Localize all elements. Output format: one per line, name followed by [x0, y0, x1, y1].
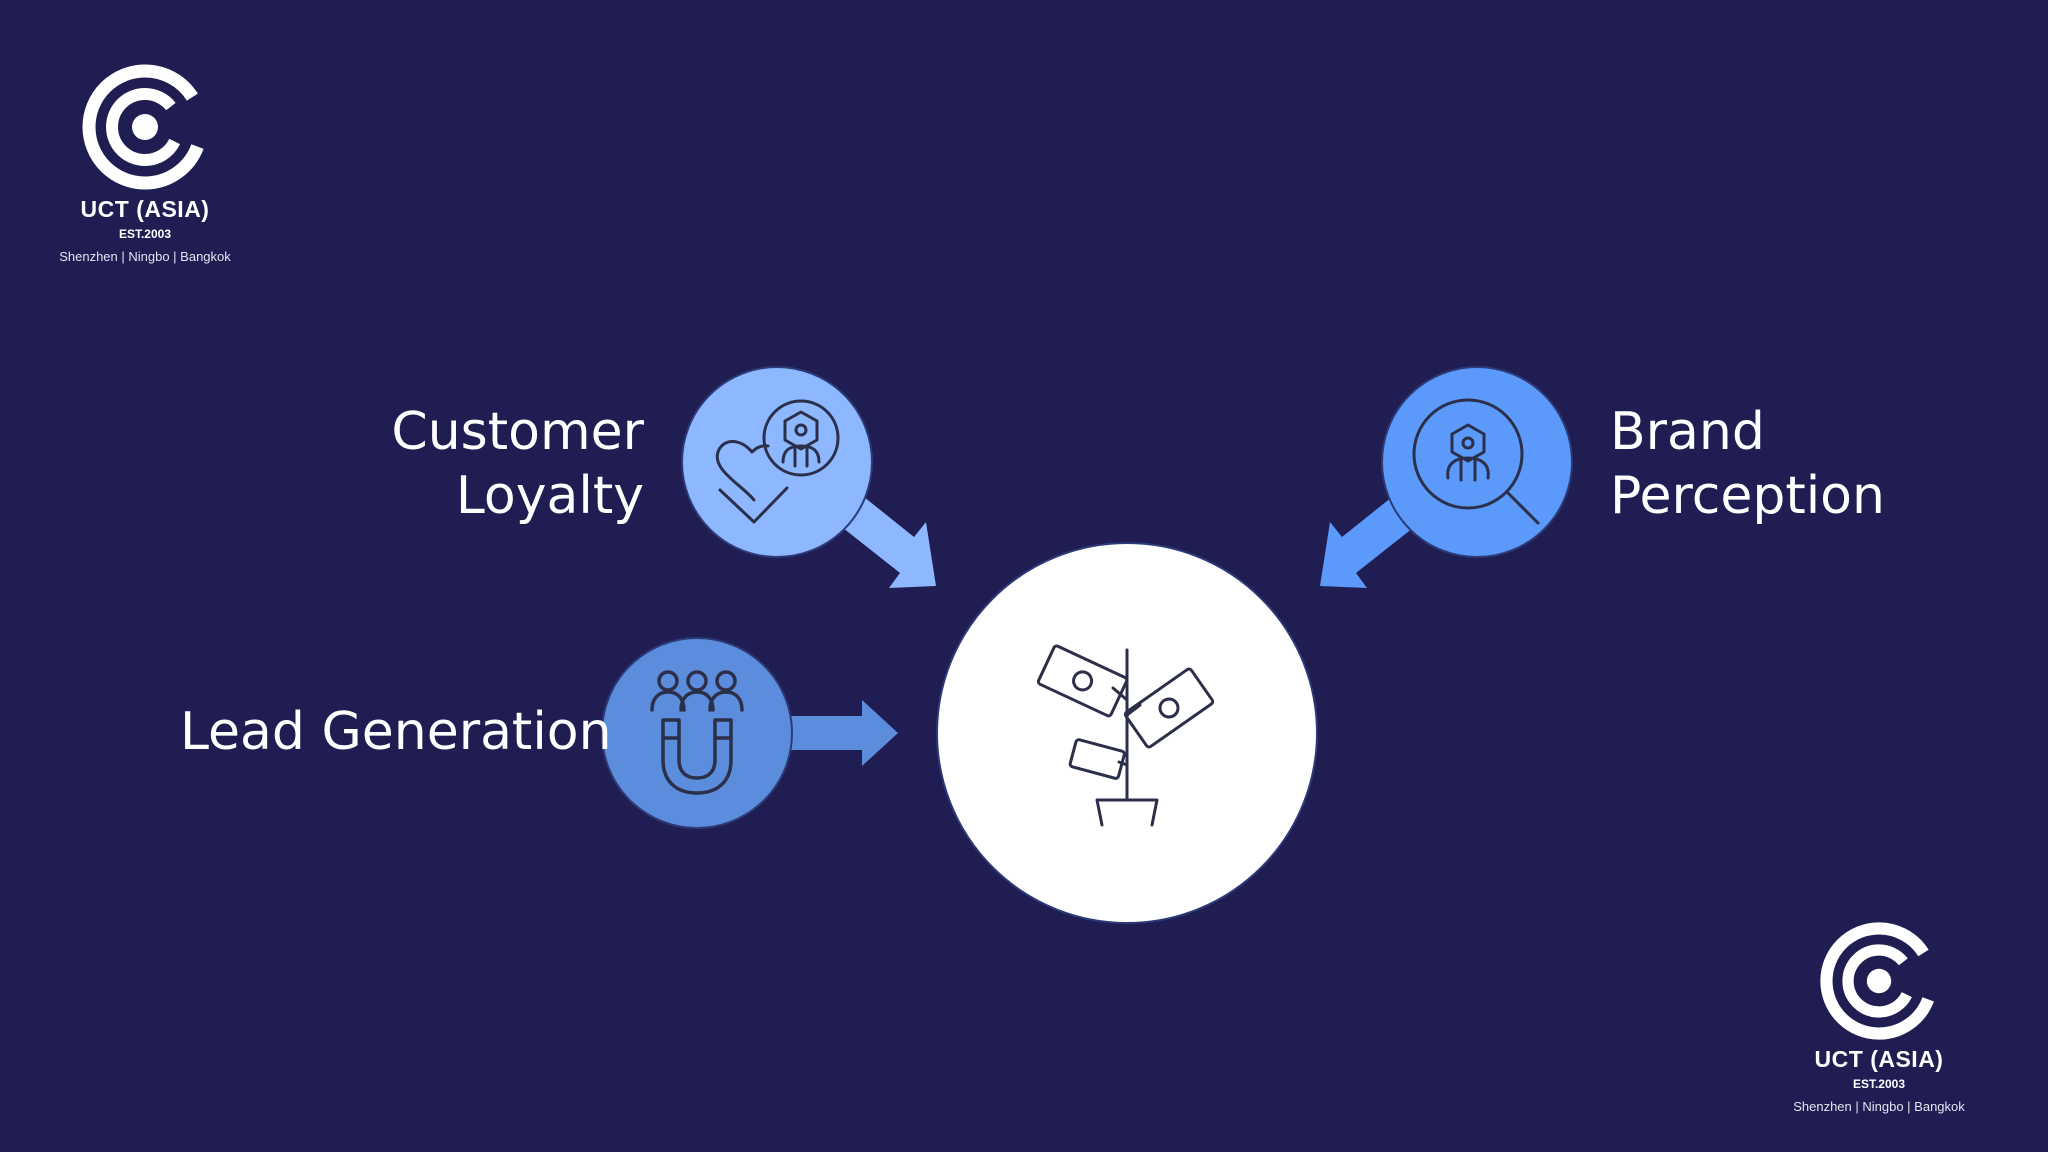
label-brand-perception-line1: Brand: [1610, 402, 1765, 462]
arrow-loyalty: [838, 497, 936, 588]
logo-established: EST.2003: [118, 227, 172, 241]
label-lead-generation: Lead Generation: [180, 700, 612, 764]
magnifier-robot-icon: [1412, 398, 1540, 525]
arrow-lead: [778, 700, 898, 766]
loyalty-circle: [681, 366, 873, 558]
company-logo-icon: [1820, 922, 1938, 1040]
label-brand-perception: Brand Perception: [1610, 400, 1885, 528]
logo-bottom-right: UCT (ASIA) EST.2003 Shenzhen | Ningbo | …: [1764, 920, 1994, 1114]
lead-circle: [601, 637, 793, 829]
logo-cities: Shenzhen | Ningbo | Bangkok: [1793, 1099, 1965, 1114]
arrow-brand: [1320, 497, 1418, 588]
money-plant-icon: [1036, 644, 1215, 827]
logo-cities: Shenzhen | Ningbo | Bangkok: [59, 249, 231, 264]
label-customer-loyalty: Customer Loyalty: [391, 400, 644, 528]
logo-established: EST.2003: [1852, 1077, 1906, 1091]
logo-top-left: UCT (ASIA) EST.2003 Shenzhen | Ningbo | …: [30, 62, 260, 264]
company-logo-icon: [82, 64, 208, 190]
heart-with-robot-icon: [715, 399, 840, 524]
label-customer-loyalty-line2: Loyalty: [455, 466, 644, 526]
label-brand-perception-line2: Perception: [1610, 466, 1885, 526]
brand-circle: [1381, 366, 1573, 558]
logo-company-name: UCT (ASIA): [80, 196, 210, 222]
label-customer-loyalty-line1: Customer: [391, 402, 644, 462]
center-circle: [936, 542, 1318, 924]
logo-company-name: UCT (ASIA): [1814, 1046, 1944, 1072]
label-lead-generation-text: Lead Generation: [180, 702, 612, 762]
magnet-people-icon: [650, 670, 744, 795]
